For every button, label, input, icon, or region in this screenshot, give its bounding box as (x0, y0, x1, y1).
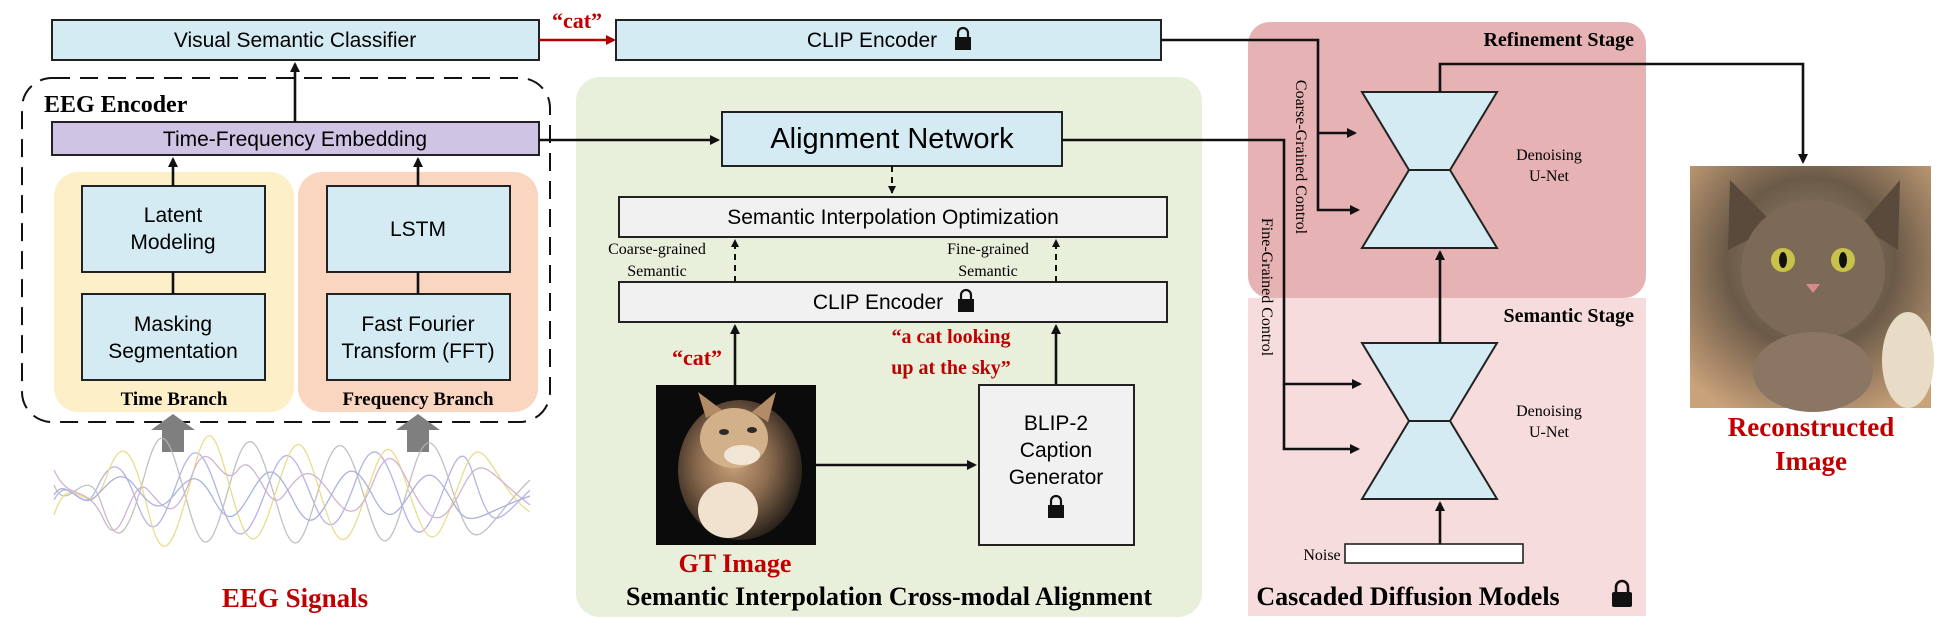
gt-image-label: GT Image (679, 549, 792, 578)
alignment-network-label: Alignment Network (770, 123, 1014, 155)
time-frequency-embedding (51, 121, 540, 156)
alignment-section-title: Semantic Interpolation Cross-modal Align… (626, 582, 1152, 611)
time-branch-label: Time Branch (121, 389, 228, 410)
refinement-unet-label-2: U-Net (1529, 168, 1570, 185)
classifier-label: Visual Semantic Classifier (174, 29, 416, 52)
eeg-signals-label: EEG Signals (222, 583, 368, 613)
fine-semantic-label-1: Fine-grained (947, 241, 1029, 258)
semantic-unet-decoder (1360, 420, 1499, 500)
fine-grained-control-label: Fine-Grained Control (1258, 218, 1275, 357)
lock-icon (1048, 494, 1064, 518)
semantic-stage-label: Semantic Stage (1503, 305, 1634, 327)
clip-encoder-middle (618, 281, 1168, 323)
clip-encoder-top-label: CLIP Encoder (807, 29, 937, 52)
eeg-waveform (53, 435, 531, 547)
fine-semantic-label-2: Semantic (958, 263, 1018, 280)
lock-icon (955, 26, 971, 50)
lock-icon (958, 288, 974, 312)
caption-quote-2: up at the sky” (891, 357, 1010, 379)
cat-quote-top: “cat” (552, 8, 602, 33)
latent-modeling-box (81, 185, 266, 273)
caption-quote-1: “a cat looking (892, 326, 1011, 348)
visual-semantic-classifier (51, 19, 540, 61)
masking-label-1: Masking (134, 313, 212, 336)
eeg-input-arrow-frequency (396, 414, 440, 452)
coarse-grained-control-label: Coarse-Grained Control (1292, 80, 1309, 235)
coarse-semantic-label-2: Semantic (627, 263, 687, 280)
reconstructed-cat-image (1690, 166, 1934, 412)
cat-quote-middle: “cat” (672, 345, 722, 370)
refinement-unet-decoder (1360, 169, 1499, 249)
blip-label-3: Generator (1009, 466, 1104, 489)
arrow-clip-to-refinement-unet (1161, 38, 1357, 138)
blip2-caption-generator (978, 384, 1135, 546)
frequency-branch-label: Frequency Branch (342, 389, 494, 410)
lstm-box (326, 185, 511, 273)
noise-box (1344, 543, 1524, 564)
diffusion-section-title: Cascaded Diffusion Models (1256, 582, 1559, 611)
lock-icon (1612, 579, 1632, 607)
coarse-semantic-label-1: Coarse-grained (608, 241, 706, 258)
reconstructed-label-2: Image (1775, 446, 1847, 476)
tf-embedding-label: Time-Frequency Embedding (163, 128, 427, 151)
refinement-stage-label: Refinement Stage (1483, 29, 1634, 51)
noise-label: Noise (1303, 547, 1340, 564)
eeg-input-arrow-time (151, 414, 195, 452)
fft-label-1: Fast Fourier (361, 313, 474, 336)
eeg-encoder-container (21, 77, 551, 423)
fft-label-2: Transform (FFT) (341, 340, 494, 363)
latent-label-1: Latent (144, 204, 203, 227)
blip-label-2: Caption (1020, 439, 1092, 462)
sio-label: Semantic Interpolation Optimization (727, 206, 1059, 229)
reconstructed-label-1: Reconstructed (1728, 412, 1894, 442)
eeg-encoder-title: EEG Encoder (44, 92, 188, 118)
blip-label-1: BLIP-2 (1024, 412, 1088, 435)
fft-box (326, 293, 511, 381)
alignment-network-box (721, 111, 1063, 167)
arrow-alignment-to-semantic-unet (1062, 138, 1362, 389)
refinement-unet-label-1: Denoising (1516, 147, 1582, 164)
sio-box (618, 196, 1168, 238)
semantic-unet-label-2: U-Net (1529, 424, 1570, 441)
arrow-to-reconstructed (1438, 62, 1808, 164)
latent-label-2: Modeling (130, 231, 215, 254)
semantic-unet-label-1: Denoising (1516, 403, 1582, 420)
masking-segmentation-box (81, 293, 266, 381)
masking-label-2: Segmentation (108, 340, 238, 363)
lstm-label: LSTM (390, 218, 446, 241)
clip-encoder-middle-label: CLIP Encoder (813, 291, 943, 314)
gt-cat-image (656, 385, 816, 545)
